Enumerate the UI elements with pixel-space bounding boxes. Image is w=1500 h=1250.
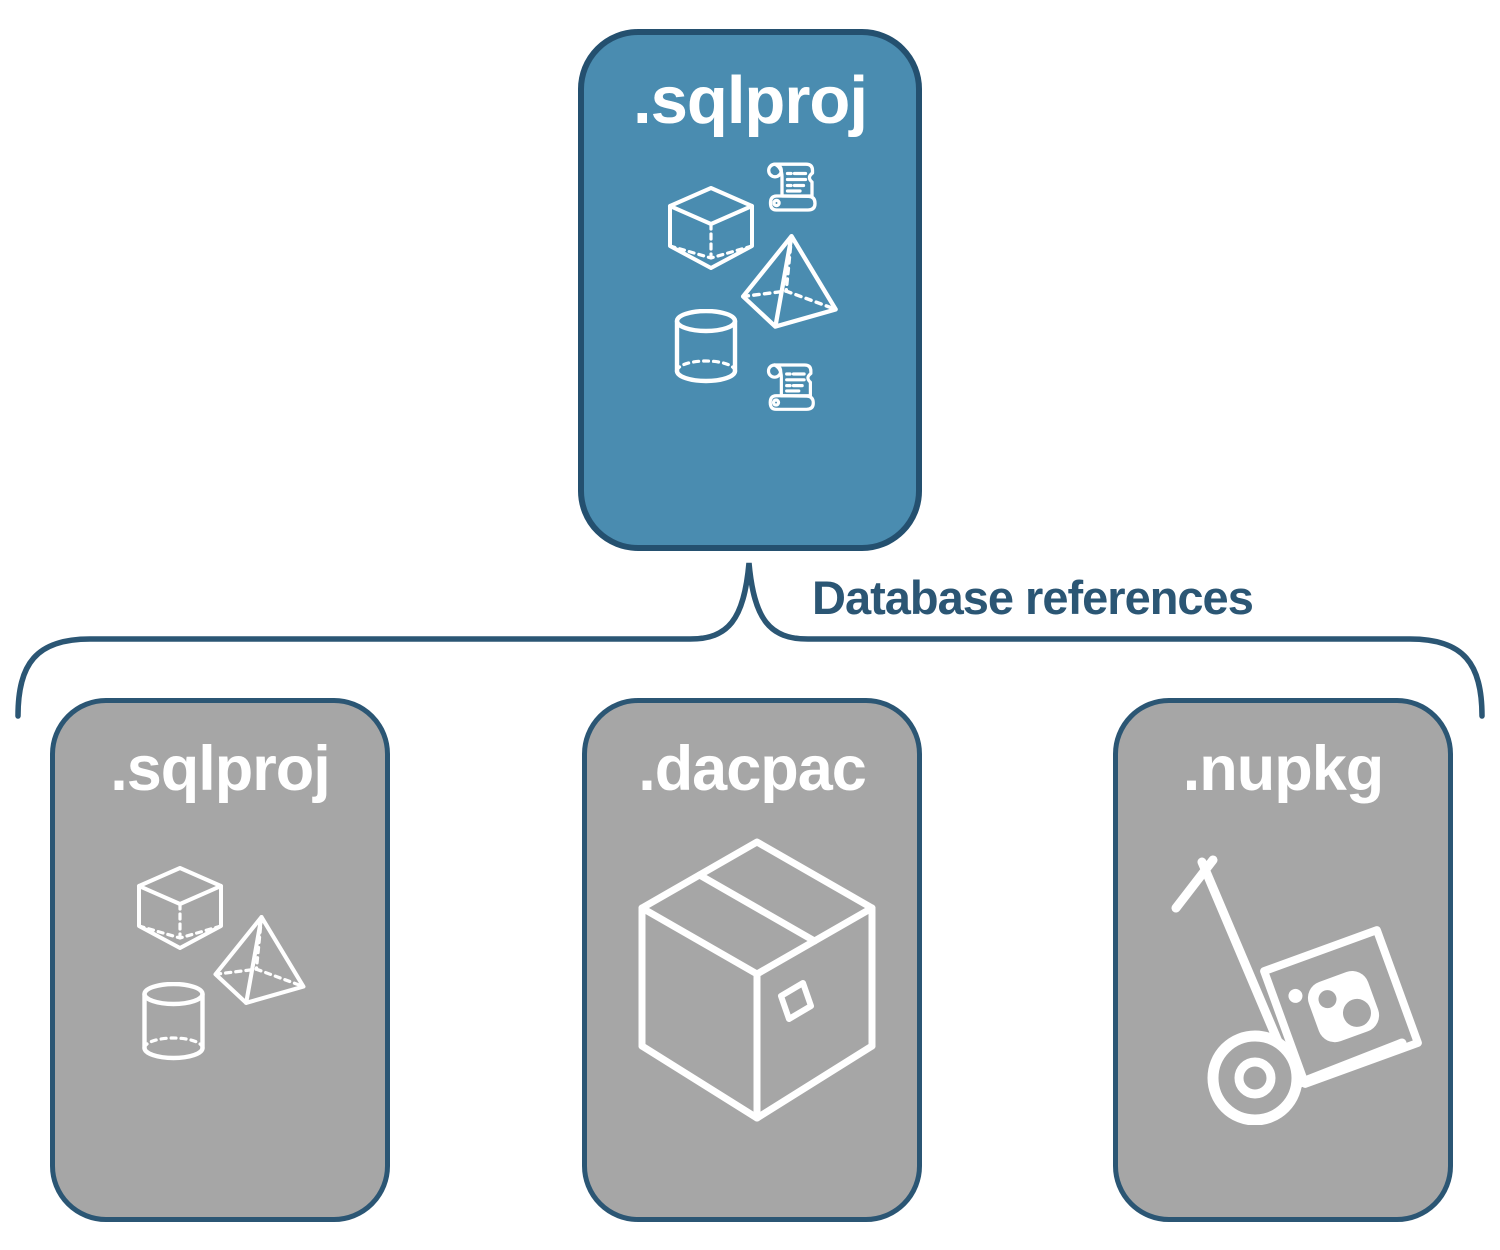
scroll-icon [766, 363, 815, 411]
cube-3d-icon [668, 186, 754, 270]
node-child-sqlproj: .sqlproj [50, 698, 390, 1222]
connector-label: Database references [812, 571, 1254, 624]
cylinder-3d-icon [142, 982, 205, 1061]
cube-3d-icon [137, 866, 223, 950]
scroll-icon [767, 162, 817, 212]
pyramid-3d-icon [740, 234, 838, 329]
root-node-label: .sqlproj [633, 63, 868, 138]
child-node-label: .dacpac [638, 734, 867, 804]
child-node-label: .nupkg [1182, 734, 1384, 804]
node-root-sqlproj: .sqlproj [578, 29, 922, 551]
child-node-label: .sqlproj [110, 734, 331, 804]
node-child-dacpac: .dacpac [582, 698, 922, 1222]
package-box-icon [638, 838, 876, 1122]
node-child-nupkg: .nupkg [1113, 698, 1453, 1222]
cylinder-3d-icon [674, 309, 738, 384]
pyramid-3d-icon [213, 915, 306, 1005]
nuget-hand-truck-icon [1171, 855, 1422, 1125]
